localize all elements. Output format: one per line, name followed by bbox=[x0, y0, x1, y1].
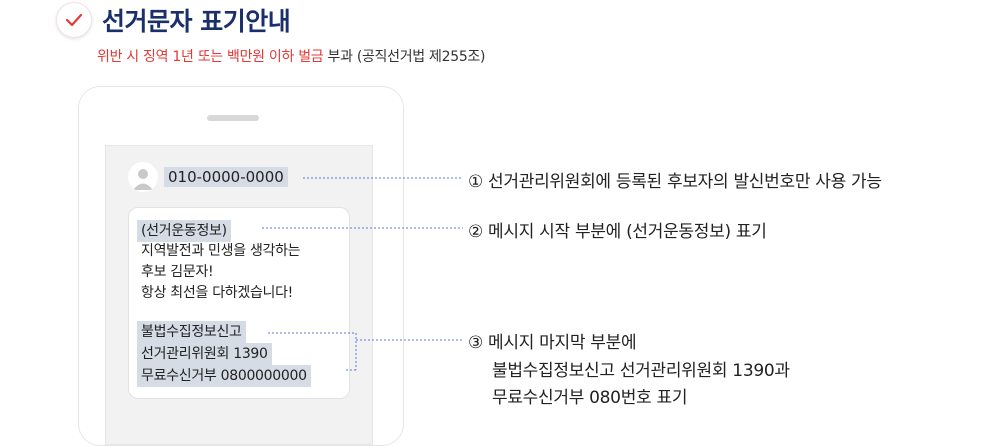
penalty-law: 부과 (공직선거법 제255조) bbox=[323, 49, 486, 65]
annotation-2: ② 메시지 시작 부분에 (선거운동정보) 표기 bbox=[468, 222, 767, 242]
phone-mockup: 010-0000-0000 (선거운동정보) 지역발전과 민생을 생각하는 후보… bbox=[78, 86, 404, 446]
message-line-tag: (선거운동정보) bbox=[137, 220, 231, 242]
annotation-3-line3: 무료수신거부 080번호 표기 bbox=[492, 388, 688, 408]
annotation-connectors bbox=[262, 177, 463, 371]
message-line: 후보 김문자! bbox=[141, 264, 214, 280]
annotation-3: ③ 메시지 마지막 부분에 bbox=[468, 333, 637, 353]
message-line: 지역발전과 민생을 생각하는 bbox=[141, 243, 301, 259]
check-icon bbox=[56, 2, 92, 38]
annotation-1: ① 선거관리위원회에 등록된 후보자의 발신번호만 사용 가능 bbox=[468, 172, 882, 192]
penalty-notice: 위반 시 징역 1년 또는 백만원 이하 벌금 부과 (공직선거법 제255조) bbox=[97, 46, 485, 66]
phone-speaker bbox=[207, 115, 259, 121]
page-title: 선거문자 표기안내 bbox=[102, 7, 291, 36]
sender-number: 010-0000-0000 bbox=[164, 167, 288, 187]
sender-row: 010-0000-0000 bbox=[128, 162, 288, 192]
message-line-optout: 무료수신거부 0800000000 bbox=[137, 365, 311, 387]
penalty-warning: 위반 시 징역 1년 또는 백만원 이하 벌금 bbox=[97, 49, 324, 65]
user-avatar-icon bbox=[128, 162, 158, 192]
message-line-report: 불법수집정보신고 bbox=[137, 321, 246, 343]
section-header: 선거문자 표기안내 bbox=[56, 2, 291, 38]
phone-screen: 010-0000-0000 (선거운동정보) 지역발전과 민생을 생각하는 후보… bbox=[105, 145, 373, 445]
message-line-election-commission: 선거관리위원회 1390 bbox=[137, 343, 272, 365]
message-line: 항상 최선을 다하겠습니다! bbox=[141, 285, 293, 301]
message-bubble: (선거운동정보) 지역발전과 민생을 생각하는 후보 김문자! 항상 최선을 다… bbox=[128, 207, 350, 399]
annotation-3-line2: 불법수집정보신고 선거관리위원회 1390과 bbox=[492, 361, 790, 381]
